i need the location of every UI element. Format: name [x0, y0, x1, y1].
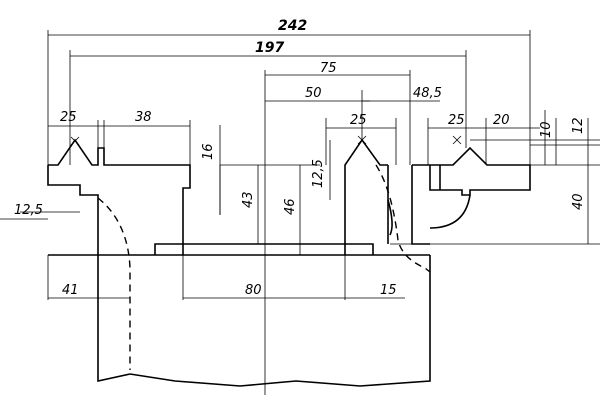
dim-38: 38 — [135, 110, 152, 125]
part-outline — [47, 138, 531, 387]
dim-41: 41 — [62, 283, 79, 298]
hidden-lines — [97, 164, 431, 370]
dim-197: 197 — [255, 40, 284, 56]
dim-20: 20 — [493, 113, 510, 128]
dim-80: 80 — [245, 283, 262, 298]
dim-10: 10 — [539, 121, 554, 138]
extension-lines — [20, 30, 600, 395]
dim-25-left: 25 — [60, 110, 77, 125]
dim-15: 15 — [380, 283, 397, 298]
dim-75: 75 — [320, 61, 337, 76]
dim-46: 46 — [283, 198, 298, 215]
dim-48-5: 48,5 — [413, 86, 442, 101]
dim-50: 50 — [305, 86, 322, 101]
dim-12-5-v: 12,5 — [311, 159, 326, 188]
dim-25-mid: 25 — [350, 113, 367, 128]
dim-40: 40 — [571, 193, 586, 210]
dim-25-right: 25 — [448, 113, 465, 128]
dimension-labels: 242 197 75 50 48,5 25 38 25 25 20 16 43 … — [14, 18, 586, 298]
dim-242: 242 — [278, 18, 307, 34]
dim-12-5-left: 12,5 — [14, 203, 43, 218]
dim-12: 12 — [571, 117, 586, 134]
dim-43: 43 — [241, 191, 256, 208]
dimension-lines — [0, 34, 589, 299]
dim-16: 16 — [201, 143, 216, 160]
v-marks — [70, 135, 462, 146]
